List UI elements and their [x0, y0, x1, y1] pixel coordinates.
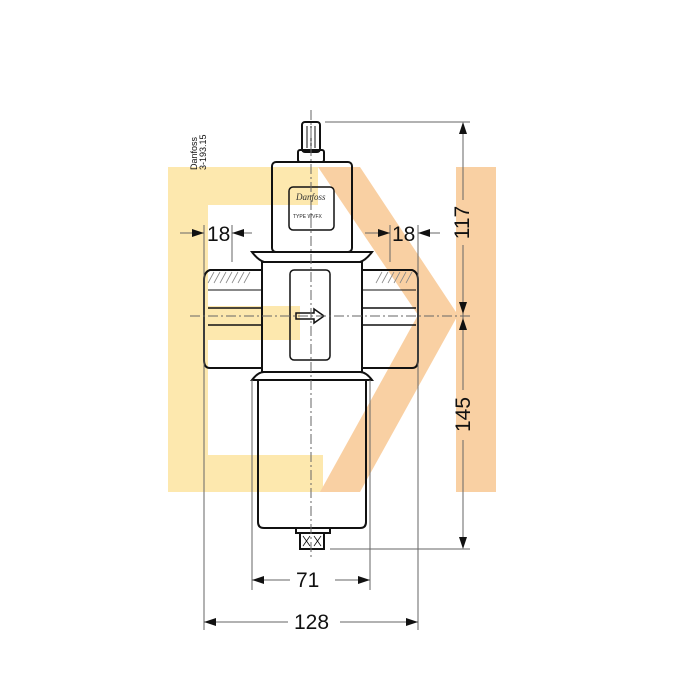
watermark-chevron-shape — [318, 167, 458, 492]
drawing-code-line2: 3-193.15 — [198, 134, 209, 170]
dim-right-port-depth: 18 — [392, 223, 416, 246]
nameplate-type: TYPE WVFX — [293, 214, 322, 220]
flow-arrow-icon — [295, 307, 326, 325]
watermark-e-shape — [168, 167, 323, 492]
port-hatching — [207, 271, 413, 284]
dim-overall-width: 128 — [294, 611, 330, 634]
drawing-code-label: Danfoss 3-193.15 — [189, 134, 209, 170]
dim-left-port-depth: 18 — [207, 223, 231, 246]
arrowheads — [192, 122, 467, 626]
watermark — [168, 167, 496, 492]
dimension-lines — [180, 121, 470, 630]
center-lines — [190, 110, 470, 560]
dim-body-width: 71 — [296, 569, 320, 592]
nameplate-brand-logo: Danfoss — [296, 192, 326, 202]
dim-bottom-height: 145 — [452, 396, 476, 433]
dim-top-height: 117 — [451, 205, 475, 240]
